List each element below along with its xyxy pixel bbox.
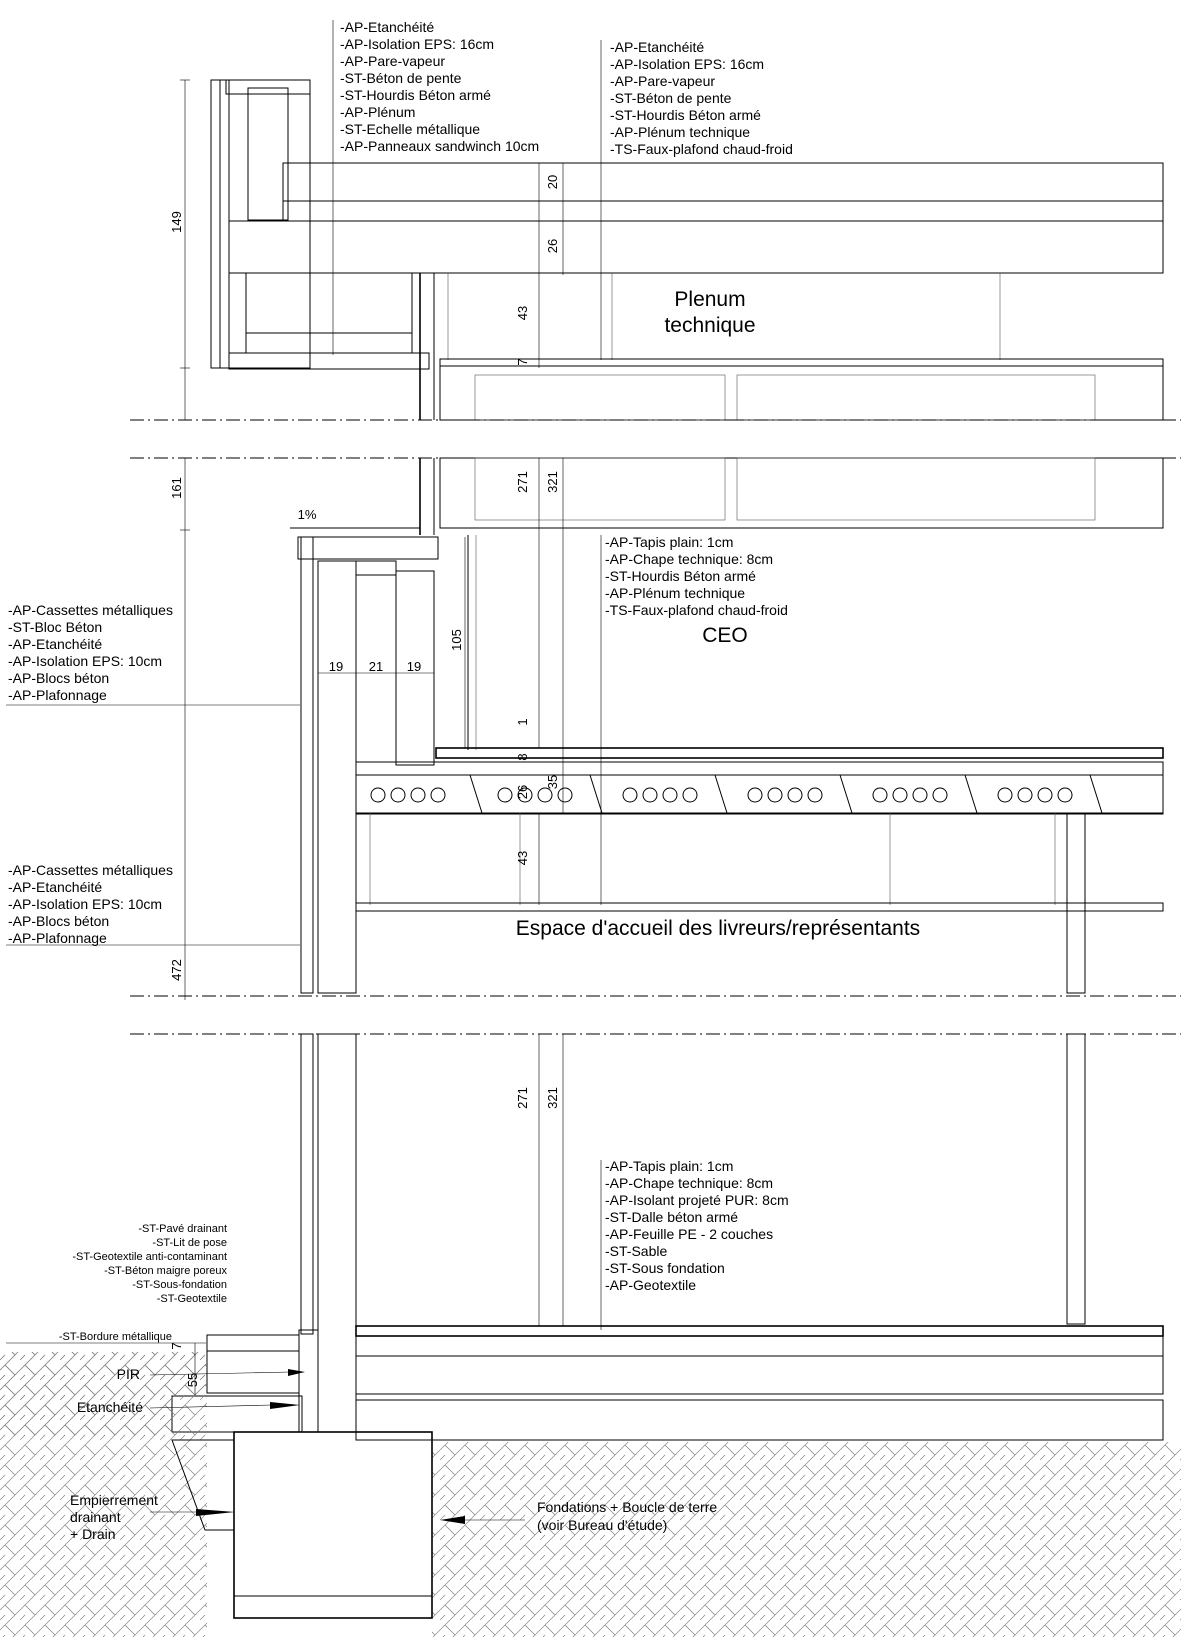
note-line: + Drain bbox=[70, 1526, 116, 1542]
note-line: -AP-Geotextile bbox=[605, 1277, 696, 1293]
note-line: -ST-Béton maigre poreux bbox=[104, 1265, 227, 1277]
note-line: -ST-Geotextile bbox=[157, 1293, 227, 1305]
room-label-accueil: Espace d'accueil des livreurs/représenta… bbox=[516, 917, 920, 940]
note-line: -AP-Feuille PE - 2 couches bbox=[605, 1226, 773, 1242]
dim-label: 271 bbox=[515, 1087, 530, 1109]
note-line: -AP-Pare-vapeur bbox=[340, 53, 445, 69]
dim-label: 321 bbox=[545, 1087, 560, 1109]
note-line: -AP-Blocs béton bbox=[8, 670, 109, 686]
notes-paving: -ST-Pavé drainant -ST-Lit de pose -ST-Ge… bbox=[59, 1223, 228, 1343]
note-line: (voir Bureau d'étude) bbox=[537, 1517, 667, 1533]
roof-section bbox=[130, 79, 1181, 421]
note-line: -ST-Hourdis Béton armé bbox=[610, 107, 761, 123]
note-line: -AP-Pare-vapeur bbox=[610, 73, 715, 89]
dim-label: 19 bbox=[407, 659, 421, 674]
notes-wall-lower: -AP-Cassettes métalliques -AP-Etanchéité… bbox=[8, 862, 173, 946]
room-label-plenum-2: technique bbox=[664, 314, 755, 337]
note-line: -AP-Isolation EPS: 10cm bbox=[8, 653, 162, 669]
note-line: -AP-Etanchéité bbox=[340, 19, 434, 35]
note-line: -TS-Faux-plafond chaud-froid bbox=[610, 141, 793, 157]
note-line: -AP-Plénum bbox=[340, 104, 415, 120]
note-line: -ST-Sous fondation bbox=[605, 1260, 725, 1276]
notes-foundation: PIR Etanchéité Empierrement drainant + D… bbox=[70, 1366, 717, 1542]
note-line: -AP-Tapis plain: 1cm bbox=[605, 534, 733, 550]
note-etancheite: Etanchéité bbox=[77, 1399, 143, 1415]
note-line: -AP-Plafonnage bbox=[8, 687, 107, 703]
dim-label: 21 bbox=[369, 659, 383, 674]
note-line: -ST-Sous-fondation bbox=[132, 1279, 227, 1291]
note-line: -AP-Cassettes métalliques bbox=[8, 862, 173, 878]
notes-wall-upper: -AP-Cassettes métalliques -ST-Bloc Béton… bbox=[8, 602, 173, 703]
note-line: -ST-Sable bbox=[605, 1243, 667, 1259]
note-line: -AP-Chape technique: 8cm bbox=[605, 1175, 773, 1191]
note-bordure: -ST-Bordure métallique bbox=[59, 1331, 172, 1343]
hollow-core-slab bbox=[355, 774, 1164, 814]
note-line: -ST-Béton de pente bbox=[610, 90, 732, 106]
note-line: -AP-Panneaux sandwinch 10cm bbox=[340, 138, 539, 154]
note-line: -ST-Béton de pente bbox=[340, 70, 462, 86]
note-line: -AP-Plafonnage bbox=[8, 930, 107, 946]
note-line: -AP-Chape technique: 8cm bbox=[605, 551, 773, 567]
note-line: -AP-Isolation EPS: 16cm bbox=[340, 36, 494, 52]
note-line: -AP-Etanchéité bbox=[8, 879, 102, 895]
dim-label-slope: 1% bbox=[298, 507, 317, 522]
note-line: -ST-Bloc Béton bbox=[8, 619, 102, 635]
room-label-plenum: Plenum bbox=[674, 288, 745, 311]
dim-label: 321 bbox=[545, 471, 560, 493]
ground-floor-section bbox=[0, 1033, 1181, 1637]
note-line: Fondations + Boucle de terre bbox=[537, 1499, 717, 1515]
dim-label: 472 bbox=[169, 959, 184, 981]
note-line: -ST-Dalle béton armé bbox=[605, 1209, 738, 1225]
note-line: -AP-Isolant projeté PUR: 8cm bbox=[605, 1192, 789, 1208]
note-line: -AP-Etanchéité bbox=[610, 39, 704, 55]
note-line: -TS-Faux-plafond chaud-froid bbox=[605, 602, 788, 618]
dim-label: 26 bbox=[545, 239, 560, 253]
note-line: -AP-Tapis plain: 1cm bbox=[605, 1158, 733, 1174]
dimension-labels: 149 161 472 20 26 43 7 271 321 105 1 8 3… bbox=[169, 175, 560, 1387]
note-line: Empierrement bbox=[70, 1492, 158, 1508]
dim-label: 1 bbox=[515, 718, 530, 725]
note-line: -AP-Isolation EPS: 10cm bbox=[8, 896, 162, 912]
note-line: -AP-Cassettes métalliques bbox=[8, 602, 173, 618]
dim-label: 105 bbox=[449, 629, 464, 651]
dim-label: 7 bbox=[515, 358, 530, 365]
notes-roof-left: -AP-Etanchéité -AP-Isolation EPS: 16cm -… bbox=[340, 19, 539, 154]
dim-label: 19 bbox=[329, 659, 343, 674]
note-line: -ST-Lit de pose bbox=[152, 1237, 227, 1249]
note-line: -ST-Hourdis Béton armé bbox=[605, 568, 756, 584]
note-line: -ST-Echelle métallique bbox=[340, 121, 480, 137]
dim-label: 271 bbox=[515, 471, 530, 493]
dim-label: 7 bbox=[169, 1342, 184, 1349]
dim-label: 20 bbox=[545, 175, 560, 189]
dim-label: 43 bbox=[515, 851, 530, 865]
dim-label: 8 bbox=[515, 753, 530, 760]
note-line: -ST-Pavé drainant bbox=[138, 1223, 227, 1235]
note-pir: PIR bbox=[117, 1366, 140, 1382]
note-line: drainant bbox=[70, 1509, 121, 1525]
notes-floor-upper: -AP-Tapis plain: 1cm -AP-Chape technique… bbox=[605, 534, 788, 618]
notes-ground-floor: -AP-Tapis plain: 1cm -AP-Chape technique… bbox=[605, 1158, 789, 1293]
notes-roof-right: -AP-Etanchéité -AP-Isolation EPS: 16cm -… bbox=[610, 39, 793, 157]
dim-label: 35 bbox=[545, 775, 560, 789]
note-line: -AP-Etanchéité bbox=[8, 636, 102, 652]
note-line: -AP-Isolation EPS: 16cm bbox=[610, 56, 764, 72]
dim-label: 149 bbox=[169, 211, 184, 233]
dimension-lines bbox=[180, 79, 564, 1395]
note-line: -ST-Hourdis Béton armé bbox=[340, 87, 491, 103]
note-line: -AP-Plénum technique bbox=[605, 585, 745, 601]
leader-lines bbox=[6, 20, 602, 1524]
dim-label: 26 bbox=[515, 785, 530, 799]
dim-label: 55 bbox=[185, 1373, 200, 1387]
upper-floor-section bbox=[130, 457, 1181, 997]
note-line: -AP-Plénum technique bbox=[610, 124, 750, 140]
note-line: -AP-Blocs béton bbox=[8, 913, 109, 929]
note-line: -ST-Geotextile anti-contaminant bbox=[72, 1251, 227, 1263]
dim-label: 161 bbox=[169, 477, 184, 499]
dim-label: 43 bbox=[515, 306, 530, 320]
room-label-ceo: CEO bbox=[702, 624, 748, 647]
